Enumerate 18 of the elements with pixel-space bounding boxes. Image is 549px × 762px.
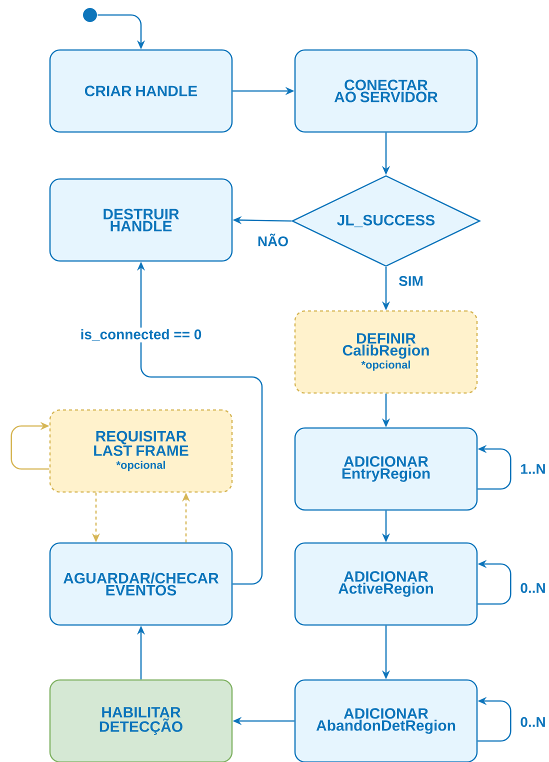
edge-label: 0..N <box>518 716 548 728</box>
process-box: ADICIONAR EntryRegion <box>294 427 478 511</box>
process-box: ADICIONAR AbandonDetRegion <box>294 679 478 762</box>
edge-label: is_connected == 0 <box>78 328 204 342</box>
edge-label: 0..N <box>518 582 548 594</box>
edge-label: 1..N <box>518 462 548 476</box>
process-box: AGUARDAR/CHECAR EVENTOS <box>49 542 233 626</box>
edge-label: SIM <box>397 274 425 288</box>
arrow <box>10 422 50 470</box>
process-box: ADICIONAR ActiveRegion <box>294 542 478 626</box>
optional-step-box: REQUISITAR LAST FRAME *opcional <box>49 409 233 493</box>
process-box: HABILITAR DETECÇÃO <box>49 679 233 762</box>
optional-step-box: DEFINIR CalibRegion *opcional <box>294 310 478 394</box>
process-box: CRIAR HANDLE <box>49 49 233 133</box>
edge-label: NÃO <box>256 232 290 248</box>
process-box: DESTRUIR HANDLE <box>49 178 233 262</box>
start-dot <box>83 8 97 22</box>
process-box: CONECTAR AO SERVIDOR <box>294 49 478 133</box>
